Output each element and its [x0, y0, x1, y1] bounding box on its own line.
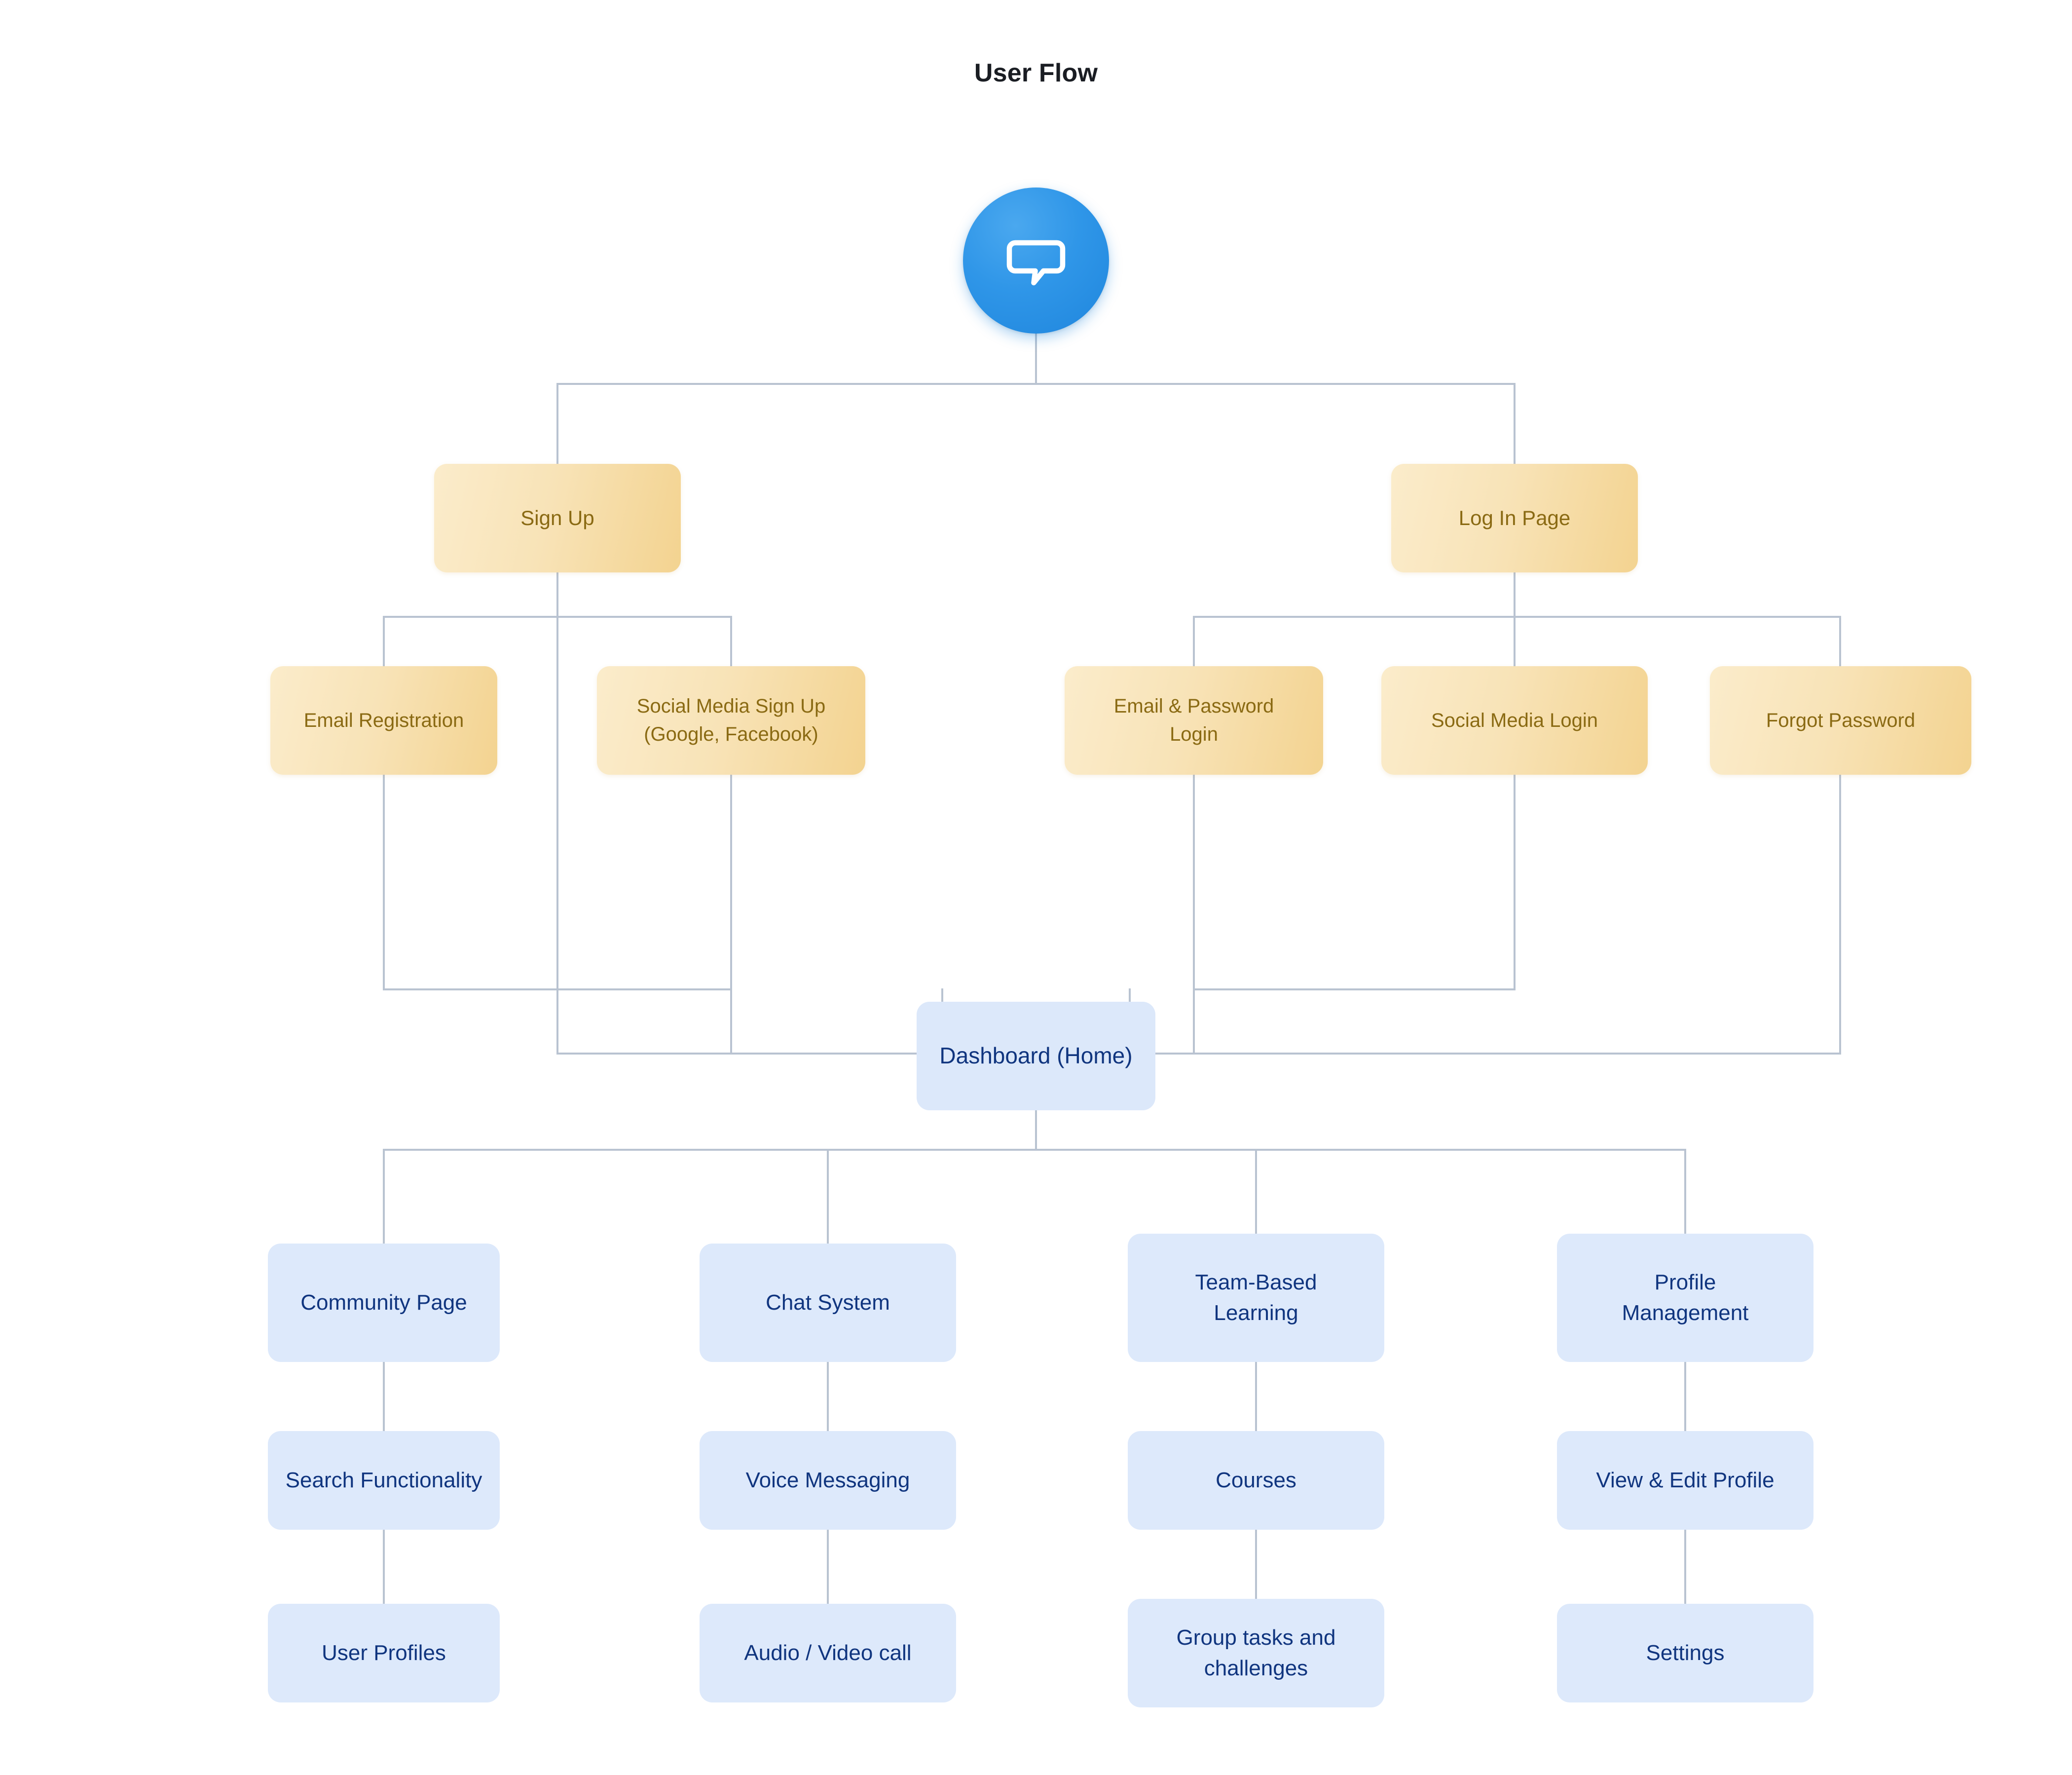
- node-label: Dashboard (Home): [939, 1043, 1133, 1069]
- node-label: Chat System: [766, 1290, 890, 1315]
- node-label: Email Registration: [303, 709, 464, 731]
- node-label: Forgot Password: [1766, 709, 1916, 731]
- node-dashboard-home[interactable]: Dashboard (Home): [917, 1002, 1155, 1110]
- node-courses[interactable]: Courses: [1128, 1431, 1384, 1530]
- node-chat-system[interactable]: Chat System: [700, 1244, 956, 1362]
- node-forgot-password[interactable]: Forgot Password: [1710, 666, 1971, 775]
- page-title: User Flow: [974, 59, 1098, 87]
- node-label: Courses: [1216, 1468, 1296, 1492]
- app-icon[interactable]: [963, 188, 1109, 334]
- node-team-based-learning[interactable]: Team-Based Learning: [1128, 1234, 1384, 1362]
- node-view-edit-profile[interactable]: View & Edit Profile: [1557, 1431, 1813, 1530]
- node-label: Email & Password Login: [1113, 695, 1274, 745]
- node-profile-management[interactable]: Profile Management: [1557, 1234, 1813, 1362]
- node-label: Community Page: [300, 1290, 467, 1315]
- node-label: Settings: [1646, 1640, 1725, 1665]
- node-settings[interactable]: Settings: [1557, 1604, 1813, 1702]
- node-search-functionality[interactable]: Search Functionality: [268, 1431, 500, 1530]
- node-email-registration[interactable]: Email Registration: [270, 666, 497, 775]
- node-label: Profile Management: [1622, 1270, 1749, 1325]
- node-user-profiles[interactable]: User Profiles: [268, 1604, 500, 1702]
- node-voice-messaging[interactable]: Voice Messaging: [700, 1431, 956, 1530]
- node-label: View & Edit Profile: [1596, 1468, 1775, 1492]
- node-social-media-sign-up[interactable]: Social Media Sign Up (Google, Facebook): [597, 666, 865, 775]
- chat-bubble-icon: [1006, 240, 1066, 286]
- node-log-in-page[interactable]: Log In Page: [1391, 464, 1638, 572]
- node-audio-video-call[interactable]: Audio / Video call: [700, 1604, 956, 1702]
- node-label: Group tasks and challenges: [1176, 1625, 1336, 1680]
- node-social-media-login[interactable]: Social Media Login: [1381, 666, 1648, 775]
- node-community-page[interactable]: Community Page: [268, 1244, 500, 1362]
- node-group-tasks-challenges[interactable]: Group tasks and challenges: [1128, 1599, 1384, 1707]
- node-label: Social Media Login: [1431, 709, 1598, 731]
- node-label: Social Media Sign Up (Google, Facebook): [636, 695, 826, 745]
- node-label: Voice Messaging: [745, 1468, 910, 1492]
- node-label: Log In Page: [1458, 506, 1571, 530]
- node-label: User Profiles: [322, 1640, 446, 1665]
- node-label: Sign Up: [520, 506, 594, 530]
- node-label: Audio / Video call: [744, 1640, 912, 1665]
- node-email-password-login[interactable]: Email & Password Login: [1065, 666, 1323, 775]
- node-label: Search Functionality: [285, 1468, 482, 1492]
- node-label: Team-Based Learning: [1195, 1270, 1317, 1325]
- node-sign-up[interactable]: Sign Up: [434, 464, 681, 572]
